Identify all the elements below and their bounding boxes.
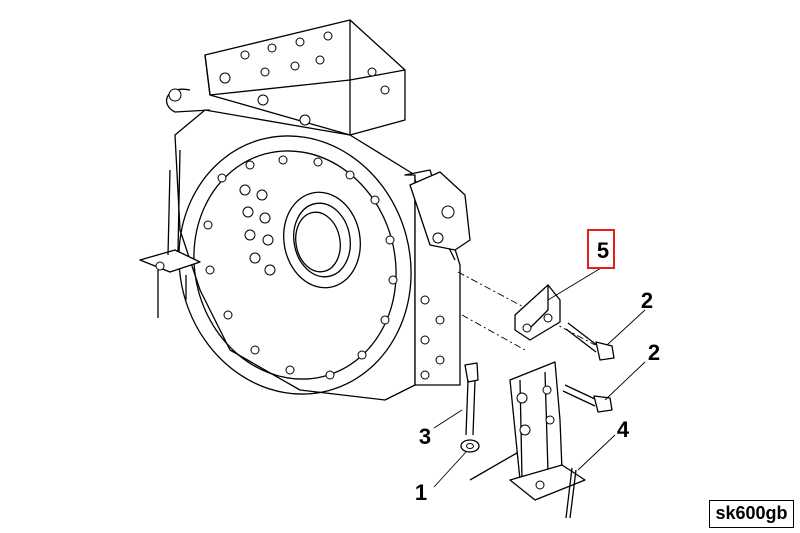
callout-1: 1 bbox=[415, 480, 427, 505]
callout-3: 3 bbox=[419, 424, 431, 449]
part-2-bolt-upper bbox=[565, 322, 615, 361]
part-5-clip-bracket bbox=[514, 284, 561, 341]
drawing-code-label: sk600gb bbox=[709, 500, 794, 528]
centre-line-bolt bbox=[461, 314, 526, 351]
flywheel-housing bbox=[139, 19, 471, 401]
part-1-washer bbox=[460, 439, 480, 453]
leader-5 bbox=[547, 267, 602, 301]
callout-5-highlight-box bbox=[587, 229, 615, 269]
callout-4: 4 bbox=[617, 417, 630, 442]
callout-2-lower: 2 bbox=[648, 340, 660, 365]
callout-2-upper: 2 bbox=[641, 288, 653, 313]
centre-line-stud bbox=[469, 449, 523, 481]
part-2-bolt-lower bbox=[562, 384, 613, 413]
leader-3 bbox=[433, 409, 463, 429]
callout-5: 5 bbox=[597, 238, 609, 263]
part-4-mounting-bracket bbox=[509, 361, 586, 519]
leader-1 bbox=[433, 451, 467, 488]
leader-4 bbox=[577, 434, 616, 471]
part-3-stud bbox=[464, 362, 479, 436]
leader-2a bbox=[606, 309, 646, 346]
leader-2b bbox=[604, 361, 646, 401]
